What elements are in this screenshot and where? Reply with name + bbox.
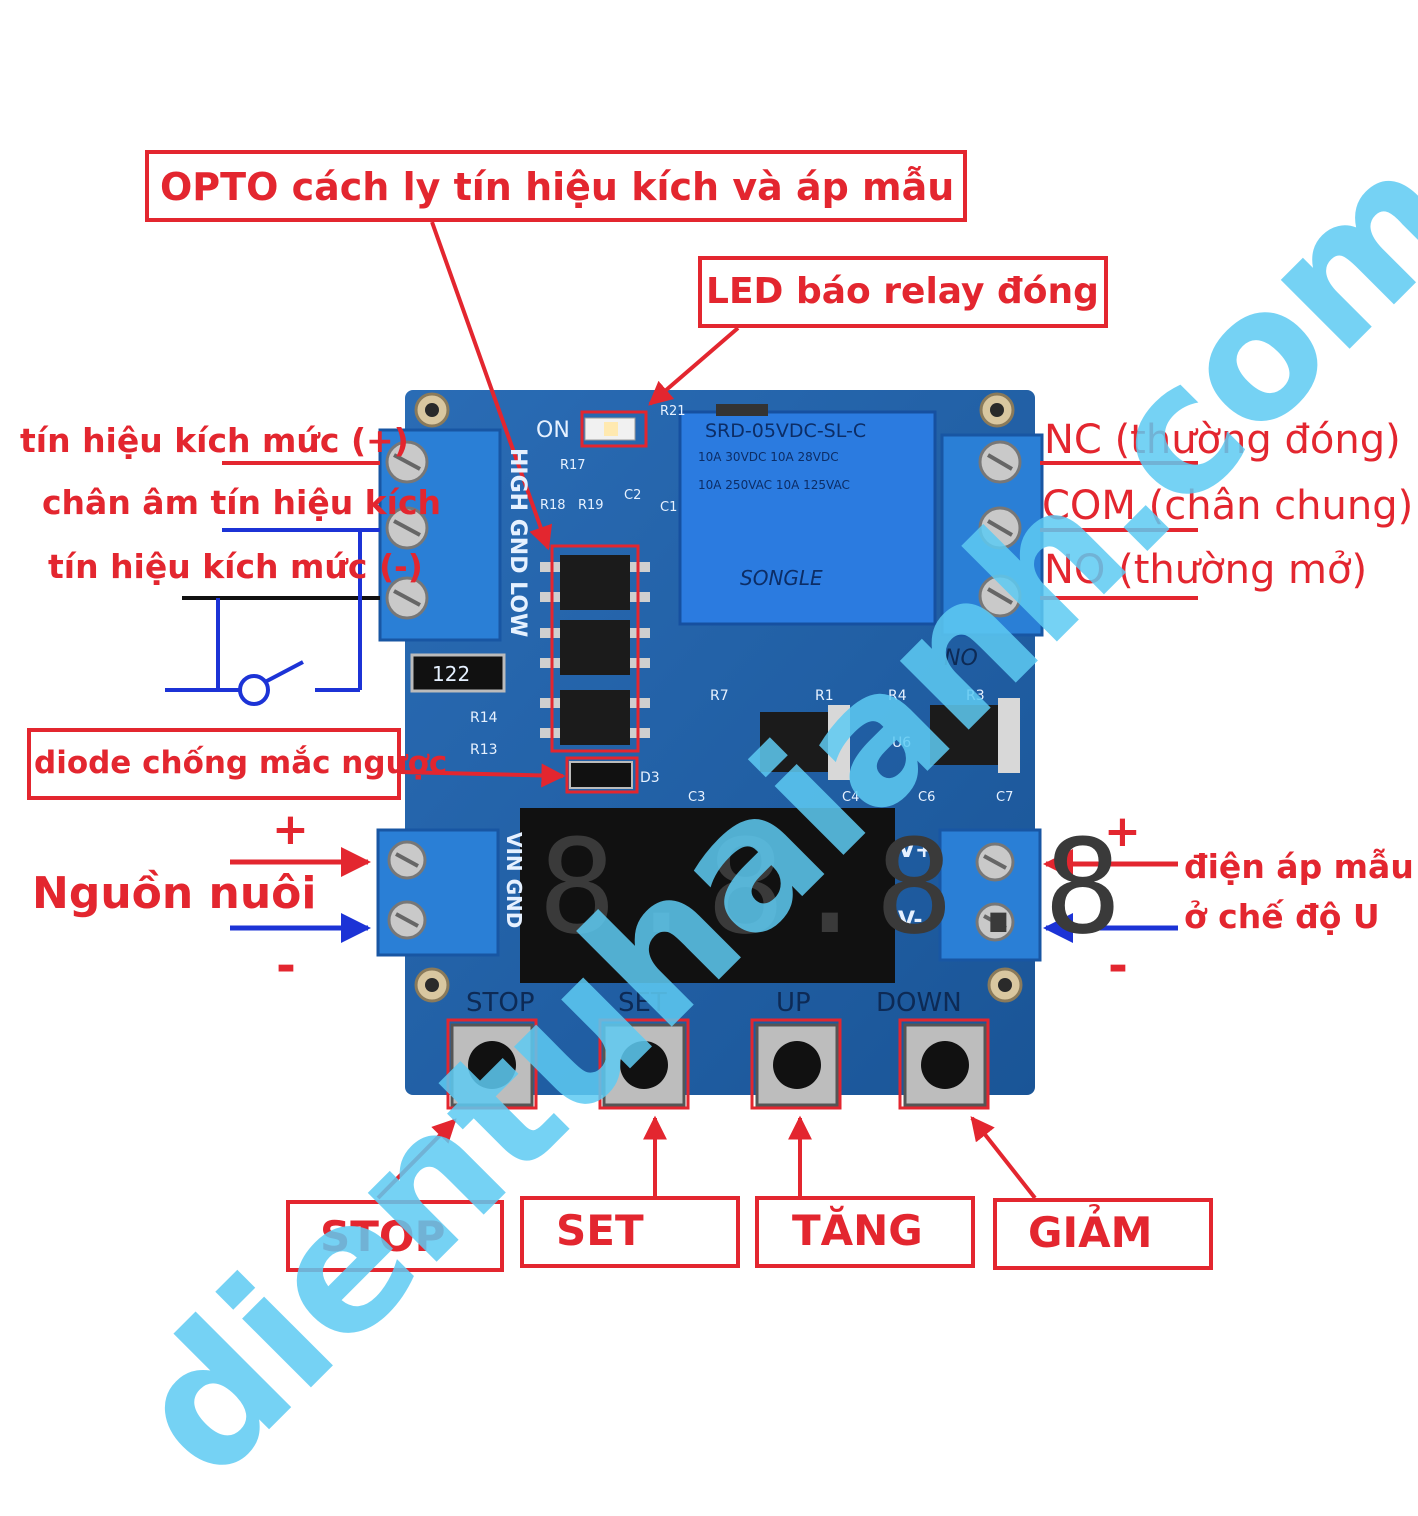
board-r19: R19 (578, 498, 604, 513)
diode-label-box (27, 728, 401, 800)
board-vplus: V+ (898, 838, 934, 863)
opto-label-box (145, 150, 967, 222)
board-input-terminals: HIGH GND LOW (505, 448, 530, 638)
diagram: ON R21 R17 R18 R19 C2 C1 HIGH GND LOW 12… (20, 113, 1418, 1516)
board-d3: D3 (640, 770, 660, 786)
input-screws (385, 440, 429, 620)
board-btn-down: DOWN (876, 988, 962, 1018)
board-r4: R4 (888, 688, 907, 704)
board-c7: C7 (996, 790, 1014, 805)
diode (569, 761, 633, 789)
no-label: NO (thường mở) (1044, 547, 1368, 593)
set-label: SET (556, 1206, 644, 1255)
board-r21: R21 (660, 404, 686, 419)
up-label: TĂNG (792, 1206, 923, 1255)
down-label-box (993, 1198, 1213, 1270)
relay-screws (978, 440, 1022, 618)
down-label: GIẢM (1028, 1208, 1153, 1257)
sample-label-1: điện áp mẫu (1184, 847, 1414, 886)
led-label-box (698, 256, 1108, 328)
tactile-buttons (450, 1023, 987, 1107)
opto-label: OPTO cách ly tín hiệu kích và áp mẫu (160, 165, 955, 209)
sample-label-2: ở chế độ U (1184, 897, 1380, 936)
power-minus: - (276, 938, 296, 994)
board-btn-stop: STOP (466, 988, 535, 1018)
switch-symbol (165, 530, 362, 706)
led-label: LED báo relay đóng (706, 271, 1099, 312)
board-vminus: V- (898, 908, 923, 933)
mounting-holes (414, 392, 1023, 1003)
board-c1: C1 (660, 500, 678, 515)
set-label-box (520, 1196, 740, 1268)
board-btn-set: SET (618, 988, 667, 1018)
optocouplers (560, 555, 630, 745)
trigger-positive-label: tín hiệu kích mức (+) (20, 421, 409, 460)
board-r1: R1 (815, 688, 834, 704)
relay-rating-1: 10A 250VAC 10A 125VAC (698, 478, 850, 492)
board-r14: R14 (470, 710, 498, 726)
board-r18: R18 (540, 498, 566, 513)
board-btn-up: UP (776, 988, 811, 1018)
relay (678, 410, 937, 626)
board-power-terminals: VIN GND (502, 832, 526, 929)
seven-segment-display (520, 808, 895, 983)
board-c2: C2 (624, 488, 642, 503)
board-c4: C4 (842, 790, 860, 805)
board-r3: R3 (966, 688, 985, 704)
stop-label: STOP (320, 1212, 446, 1261)
stop-label-box (286, 1200, 504, 1272)
diode-label: diode chống mắc ngược (34, 745, 448, 781)
board-r7: R7 (710, 688, 729, 704)
sample-minus: - (1108, 938, 1128, 994)
mosfet-1 (760, 712, 830, 772)
board-on-label: ON (536, 418, 570, 443)
trigger-ground-label: chân âm tín hiệu kích (42, 483, 441, 522)
relay-model: SRD-05VDC-SL-C (705, 420, 867, 442)
relay-brand: SONGLE (740, 566, 823, 590)
resistor-122 (410, 653, 506, 693)
board-resistor-code: 122 (432, 662, 471, 686)
display-digits: 8.8.8.8 (538, 811, 1128, 963)
power-plus: + (272, 804, 309, 855)
nc-label: NC (thường đóng) (1044, 417, 1401, 463)
board-c6: C6 (918, 790, 936, 805)
mosfet-2 (930, 705, 1000, 765)
up-label-box (755, 1196, 975, 1268)
board-illustration (165, 221, 1198, 1200)
board-u6: U6 (892, 735, 912, 751)
board-r13: R13 (470, 742, 498, 758)
board-no-mark: NO (944, 646, 978, 671)
relay-rating-2: 10A 30VDC 10A 28VDC (698, 450, 839, 464)
sample-plus: + (1104, 806, 1141, 857)
com-label: COM (chân chung) (1042, 483, 1414, 529)
board-r17: R17 (560, 458, 586, 473)
power-label: Nguồn nuôi (32, 868, 317, 919)
highlight-frames (446, 410, 990, 1110)
board-c3: C3 (688, 790, 706, 805)
trigger-negative-label: tín hiệu kích mức (-) (48, 547, 423, 586)
